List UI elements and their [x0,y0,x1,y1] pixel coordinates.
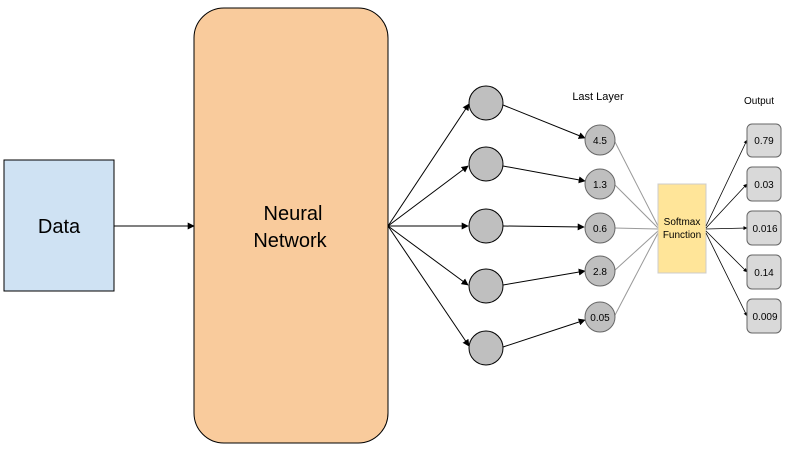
last-layer-node-circle [584,212,616,244]
output-value: 0.14 [754,268,774,279]
last-layer-node-circle [584,301,616,333]
network-to-hidden-arrows [387,103,470,347]
last-layer-node-circle [584,124,616,156]
last-layer-value: 1.3 [593,180,607,191]
arrow-to-output [705,226,748,231]
output-box: 0.016 [746,210,782,246]
arrow-to-hidden-node [387,165,469,227]
softmax-label-line2: Function [663,230,701,241]
arrow-to-hidden-node [387,103,470,227]
last-layer-to-softmax-lines [613,139,659,318]
last-layer-node: 2.8 [584,255,616,287]
softmax-to-output-arrows [705,139,748,317]
last-layer-value: 4.5 [593,136,607,147]
last-layer-node: 0.6 [584,212,616,244]
arrow-to-last-layer-node [502,104,586,139]
arrow-to-hidden-node [387,225,470,347]
arrow-to-last-layer-node [502,268,586,286]
arrow-to-output [705,139,748,227]
last-layer-node: 1.3 [584,168,616,200]
last-layer-title: Last Layer [572,91,624,103]
output-boxes: 0.79 0.03 0.016 0.14 0.009 [746,123,782,334]
output-box-rect [746,210,782,246]
output-box: 0.14 [746,254,782,290]
connector-line [613,227,659,230]
output-box: 0.009 [746,298,782,334]
output-value: 0.03 [754,180,774,191]
last-layer-value: 0.6 [593,224,607,235]
last-layer-value: 0.05 [590,313,610,324]
connector-line [613,232,659,318]
output-title: Output [744,96,774,107]
last-layer-node-circle [584,168,616,200]
output-value: 0.009 [752,312,777,323]
last-layer-node: 0.05 [584,301,616,333]
last-layer-node-circle [584,255,616,287]
softmax-box [657,183,707,274]
output-box-rect [746,166,782,202]
arrow-to-output [705,183,748,229]
arrow-to-last-layer-node [502,318,586,348]
arrow-to-last-layer-node [502,165,586,184]
neural-network-box [193,7,389,444]
neural-network-label-line2: Network [253,230,327,252]
output-box: 0.79 [746,123,782,158]
output-box-rect [746,254,782,290]
hidden-node [468,208,504,244]
connector-line [613,183,659,229]
output-value: 0.79 [754,136,774,147]
arrow-to-hidden-node [387,225,469,286]
data-label: Data [38,216,81,238]
hidden-node [468,330,504,366]
connector-line [613,230,659,272]
output-box-rect [746,298,782,334]
arrow-to-last-layer-node [502,223,585,231]
data-box [3,159,115,292]
arrow-to-output [705,230,748,273]
hidden-to-last-layer-arrows [502,104,586,348]
hidden-node [468,85,504,121]
softmax-label-line1: Softmax [664,217,701,228]
output-box: 0.03 [746,166,782,202]
last-layer-nodes: 4.5 1.3 0.6 2.8 0.05 [584,124,616,333]
hidden-nodes [468,85,504,366]
last-layer-node: 4.5 [584,124,616,156]
connector-line [613,139,659,227]
neural-network-label-line1: Neural [264,203,323,225]
output-value: 0.016 [752,224,777,235]
hidden-node [468,268,504,304]
last-layer-value: 2.8 [593,267,607,278]
hidden-node [468,146,504,182]
output-box-rect [746,123,782,158]
arrow-to-output [705,232,748,317]
